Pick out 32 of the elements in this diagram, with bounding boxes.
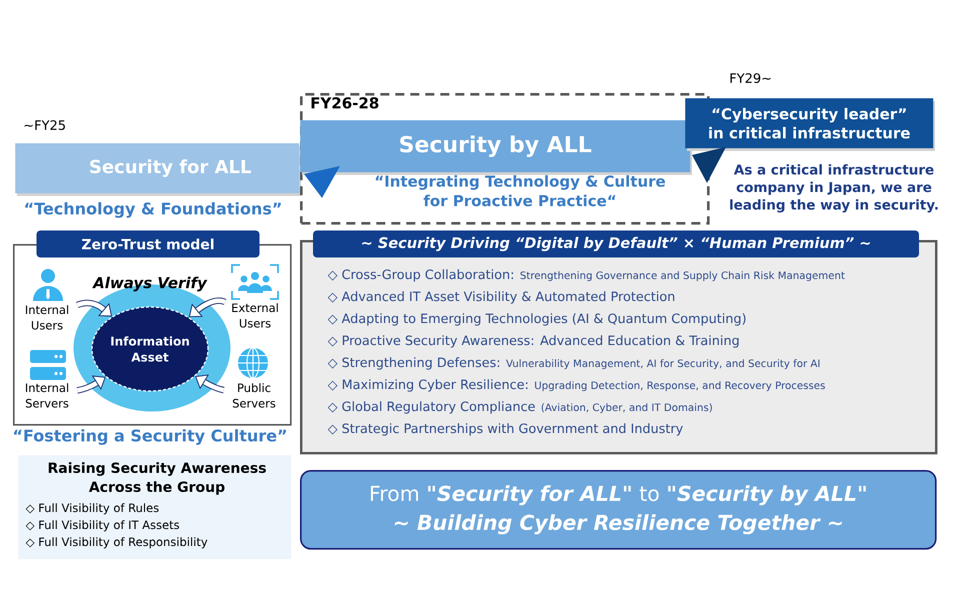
tagline: “Fostering a Security Culture” (14, 429, 286, 445)
description-text: As a critical infrastructure company in Japan, we are leading the way in security. (730, 164, 938, 212)
list-item: ◇ Proactive Security Awareness: Advanced Education & Training (328, 335, 739, 348)
tagline: “Technology & Foundations” (25, 202, 281, 218)
heading: Raising Security Awareness Across the Group (48, 462, 266, 495)
node-label: Internal Users (26, 305, 68, 330)
period-label: ∼FY25 (24, 120, 65, 130)
node-label: Public Servers (232, 383, 276, 408)
list-item: ◇ Strengthening Defenses: Vulnerability Management, AI for Security, and Security for AI (328, 357, 820, 370)
title-tab: Zero-Trust model (36, 230, 260, 258)
header-banner: ∼ Security Driving “Digital by Default” × “Human Premium” ∼ (313, 230, 919, 258)
tagline: “Integrating Technology & Culture for Proactive Practice“ (376, 175, 665, 206)
list-item: ◇ Maximizing Cyber Resilience: Upgrading Detection, Response, and Recovery Processes (328, 379, 825, 392)
period-label: FY29∼ (730, 73, 771, 84)
node-label: Internal Servers (26, 383, 68, 408)
list-item: ◇ Global Regulatory Compliance (Aviation, Cyber, and IT Domains) (328, 401, 712, 414)
ring-label: Always Verify (92, 276, 208, 292)
banner: Security for ALL (15, 143, 301, 196)
curved-arrow (76, 376, 106, 394)
banner: Security by ALL (300, 120, 692, 175)
node-label: External Users (232, 303, 278, 328)
period-label: FY26-28 (312, 97, 378, 109)
list-item: ◇ Full Visibility of Rules (26, 503, 159, 514)
list-item: ◇ Adapting to Emerging Technologies (AI & Quantum Computing) (328, 313, 746, 326)
slogan-banner: From "Security for ALL" to "Security by ALL" ∼ Building Cyber Resilience Together ∼ (300, 470, 937, 550)
list-item: ◇ Strategic Partnerships with Government and Industry (328, 423, 683, 436)
list-item: ◇ Advanced IT Asset Visibility & Automated Protection (328, 291, 674, 304)
list-item: ◇ Cross-Group Collaboration: Strengthening Governance and Supply Chain Risk Management (328, 269, 845, 282)
list-item: ◇ Full Visibility of Responsibility (26, 537, 208, 548)
banner: “Cybersecurity leader” in critical infrastructure (685, 98, 936, 151)
list-item: ◇ Full Visibility of IT Assets (26, 520, 180, 532)
curved-arrow (195, 374, 224, 394)
